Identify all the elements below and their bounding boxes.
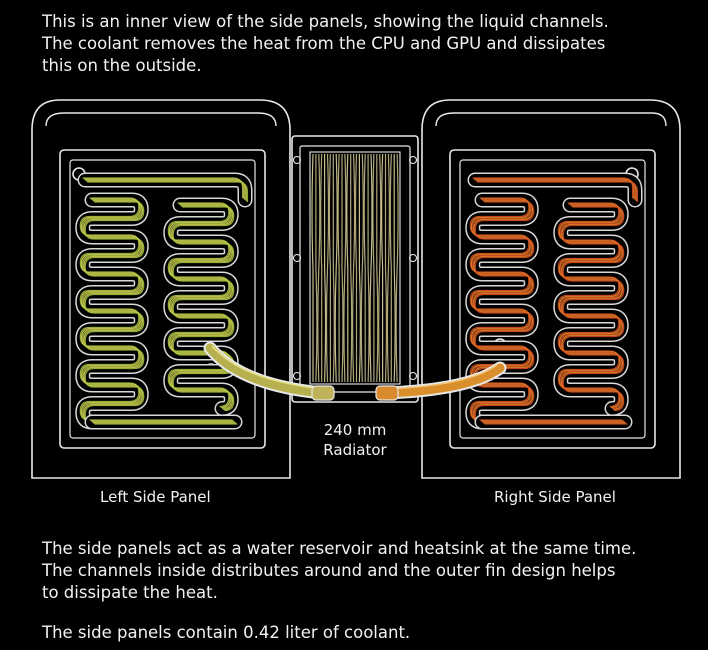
coolant-line: The side panels contain 0.42 liter of co… — [42, 623, 411, 642]
intro-line: This is an inner view of the side panels… — [42, 12, 609, 31]
right-panel-label: Right Side Panel — [494, 488, 616, 506]
right-coolant-channels — [465, 172, 643, 430]
outro-paragraph: The side panels act as a water reservoir… — [42, 538, 682, 604]
coolant-volume-text: The side panels contain 0.42 liter of co… — [42, 622, 682, 644]
hose-fitting — [375, 385, 399, 401]
intro-line: The coolant removes the heat from the CP… — [42, 34, 606, 53]
left-hose — [203, 341, 329, 400]
radiator-fins — [311, 153, 399, 383]
intro-paragraph: This is an inner view of the side panels… — [42, 11, 682, 77]
radiator-name: Radiator — [323, 441, 387, 459]
left-coolant-channels — [75, 172, 253, 430]
hose-fitting — [311, 385, 335, 401]
right-side-panel — [421, 99, 681, 479]
left-panel-label: Left Side Panel — [100, 488, 211, 506]
right-hose — [378, 361, 507, 400]
outro-line: to dissipate the heat. — [42, 583, 218, 602]
outro-line: The channels inside distributes around a… — [42, 561, 616, 580]
intro-line: this on the outside. — [42, 56, 202, 75]
radiator-label: 240 mm Radiator — [296, 420, 414, 460]
radiator-size: 240 mm — [323, 421, 387, 439]
radiator — [291, 135, 419, 403]
outro-line: The side panels act as a water reservoir… — [42, 539, 637, 558]
